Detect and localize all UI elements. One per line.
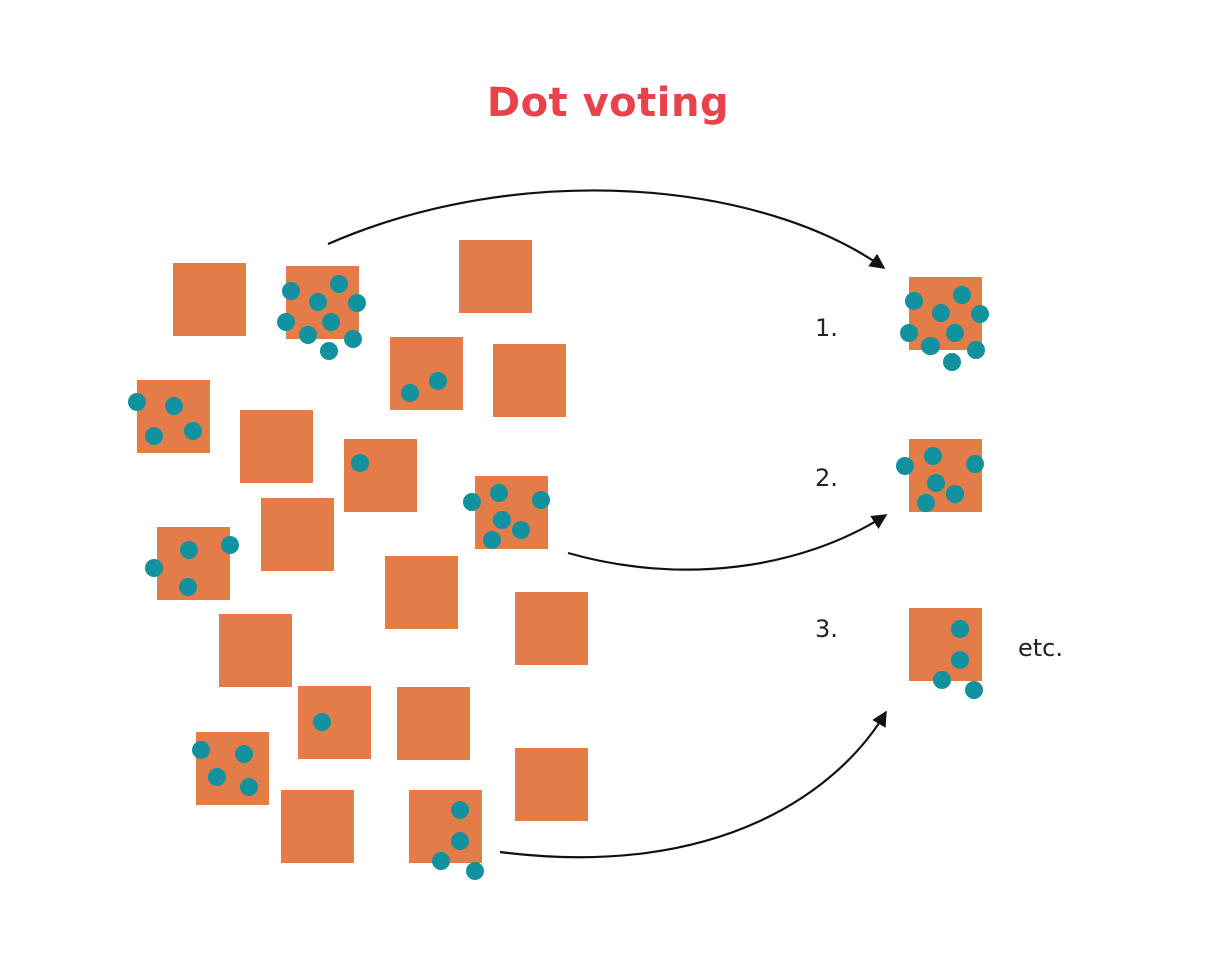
- sticky-note: [459, 240, 532, 313]
- vote-dot: [966, 455, 984, 473]
- vote-dot: [967, 341, 985, 359]
- vote-dot: [971, 305, 989, 323]
- vote-dot: [309, 293, 327, 311]
- sticky-note: [261, 498, 334, 571]
- vote-dot: [313, 713, 331, 731]
- diagram-title: Dot voting: [486, 80, 730, 126]
- vote-dot: [348, 294, 366, 312]
- sticky-note: [390, 337, 463, 410]
- vote-dot: [330, 275, 348, 293]
- vote-dot: [946, 485, 964, 503]
- sticky-note: [515, 748, 588, 821]
- rank-label-3: 3.: [815, 615, 838, 643]
- sticky-note: [909, 608, 982, 681]
- vote-dot: [943, 353, 961, 371]
- ideas-pool: [137, 240, 588, 863]
- vote-dot: [184, 422, 202, 440]
- vote-dot: [235, 745, 253, 763]
- vote-dot: [896, 457, 914, 475]
- vote-dot: [208, 768, 226, 786]
- vote-dot: [946, 324, 964, 342]
- sticky-note: [344, 439, 417, 512]
- arrows-group: [327, 189, 888, 859]
- vote-dot: [192, 741, 210, 759]
- vote-dot: [905, 292, 923, 310]
- vote-dot: [532, 491, 550, 509]
- arrow-to-rank-3: [499, 710, 887, 859]
- vote-dot: [924, 447, 942, 465]
- vote-dot: [351, 454, 369, 472]
- vote-dot: [917, 494, 935, 512]
- vote-dot: [344, 330, 362, 348]
- ranked-idea-2: [896, 439, 984, 512]
- vote-dot: [965, 681, 983, 699]
- arrow-to-rank-2: [567, 514, 888, 571]
- vote-dot: [180, 541, 198, 559]
- vote-dot: [401, 384, 419, 402]
- sticky-note: [196, 732, 269, 805]
- vote-dot: [932, 304, 950, 322]
- sticky-note: [173, 263, 246, 336]
- vote-dot: [320, 342, 338, 360]
- vote-dot: [900, 324, 918, 342]
- sticky-note: [298, 686, 371, 759]
- vote-dot: [953, 286, 971, 304]
- vote-dot: [493, 511, 511, 529]
- arrow-to-rank-1: [327, 189, 886, 269]
- vote-dot: [933, 671, 951, 689]
- vote-dot: [277, 313, 295, 331]
- vote-dot: [432, 852, 450, 870]
- rank-label-1: 1.: [815, 314, 838, 342]
- vote-dot: [299, 326, 317, 344]
- vote-dot: [165, 397, 183, 415]
- sticky-note: [219, 614, 292, 687]
- sticky-note: [385, 556, 458, 629]
- sticky-note: [515, 592, 588, 665]
- continuation-label: etc.: [1018, 634, 1063, 662]
- vote-dot: [322, 313, 340, 331]
- vote-dot: [951, 651, 969, 669]
- ranked-idea-1: [900, 277, 989, 371]
- vote-dot: [483, 531, 501, 549]
- vote-dot: [282, 282, 300, 300]
- vote-dot: [512, 521, 530, 539]
- sticky-note: [240, 410, 313, 483]
- sticky-note: [281, 790, 354, 863]
- vote-dot: [429, 372, 447, 390]
- sticky-note: [493, 344, 566, 417]
- sticky-note: [409, 790, 482, 863]
- ranked-results: [896, 277, 989, 699]
- vote-dot: [921, 337, 939, 355]
- vote-dot: [145, 427, 163, 445]
- ranked-idea-3: [909, 608, 983, 699]
- vote-dot: [179, 578, 197, 596]
- sticky-note: [397, 687, 470, 760]
- vote-dot: [145, 559, 163, 577]
- vote-dot: [128, 393, 146, 411]
- vote-dot: [463, 493, 481, 511]
- vote-dot: [927, 474, 945, 492]
- ideas-pool-votes: [128, 275, 550, 880]
- vote-dot: [490, 484, 508, 502]
- vote-dot: [466, 862, 484, 880]
- vote-dot: [951, 620, 969, 638]
- vote-dot: [221, 536, 239, 554]
- vote-dot: [451, 801, 469, 819]
- vote-dot: [451, 832, 469, 850]
- rank-label-2: 2.: [815, 464, 838, 492]
- vote-dot: [240, 778, 258, 796]
